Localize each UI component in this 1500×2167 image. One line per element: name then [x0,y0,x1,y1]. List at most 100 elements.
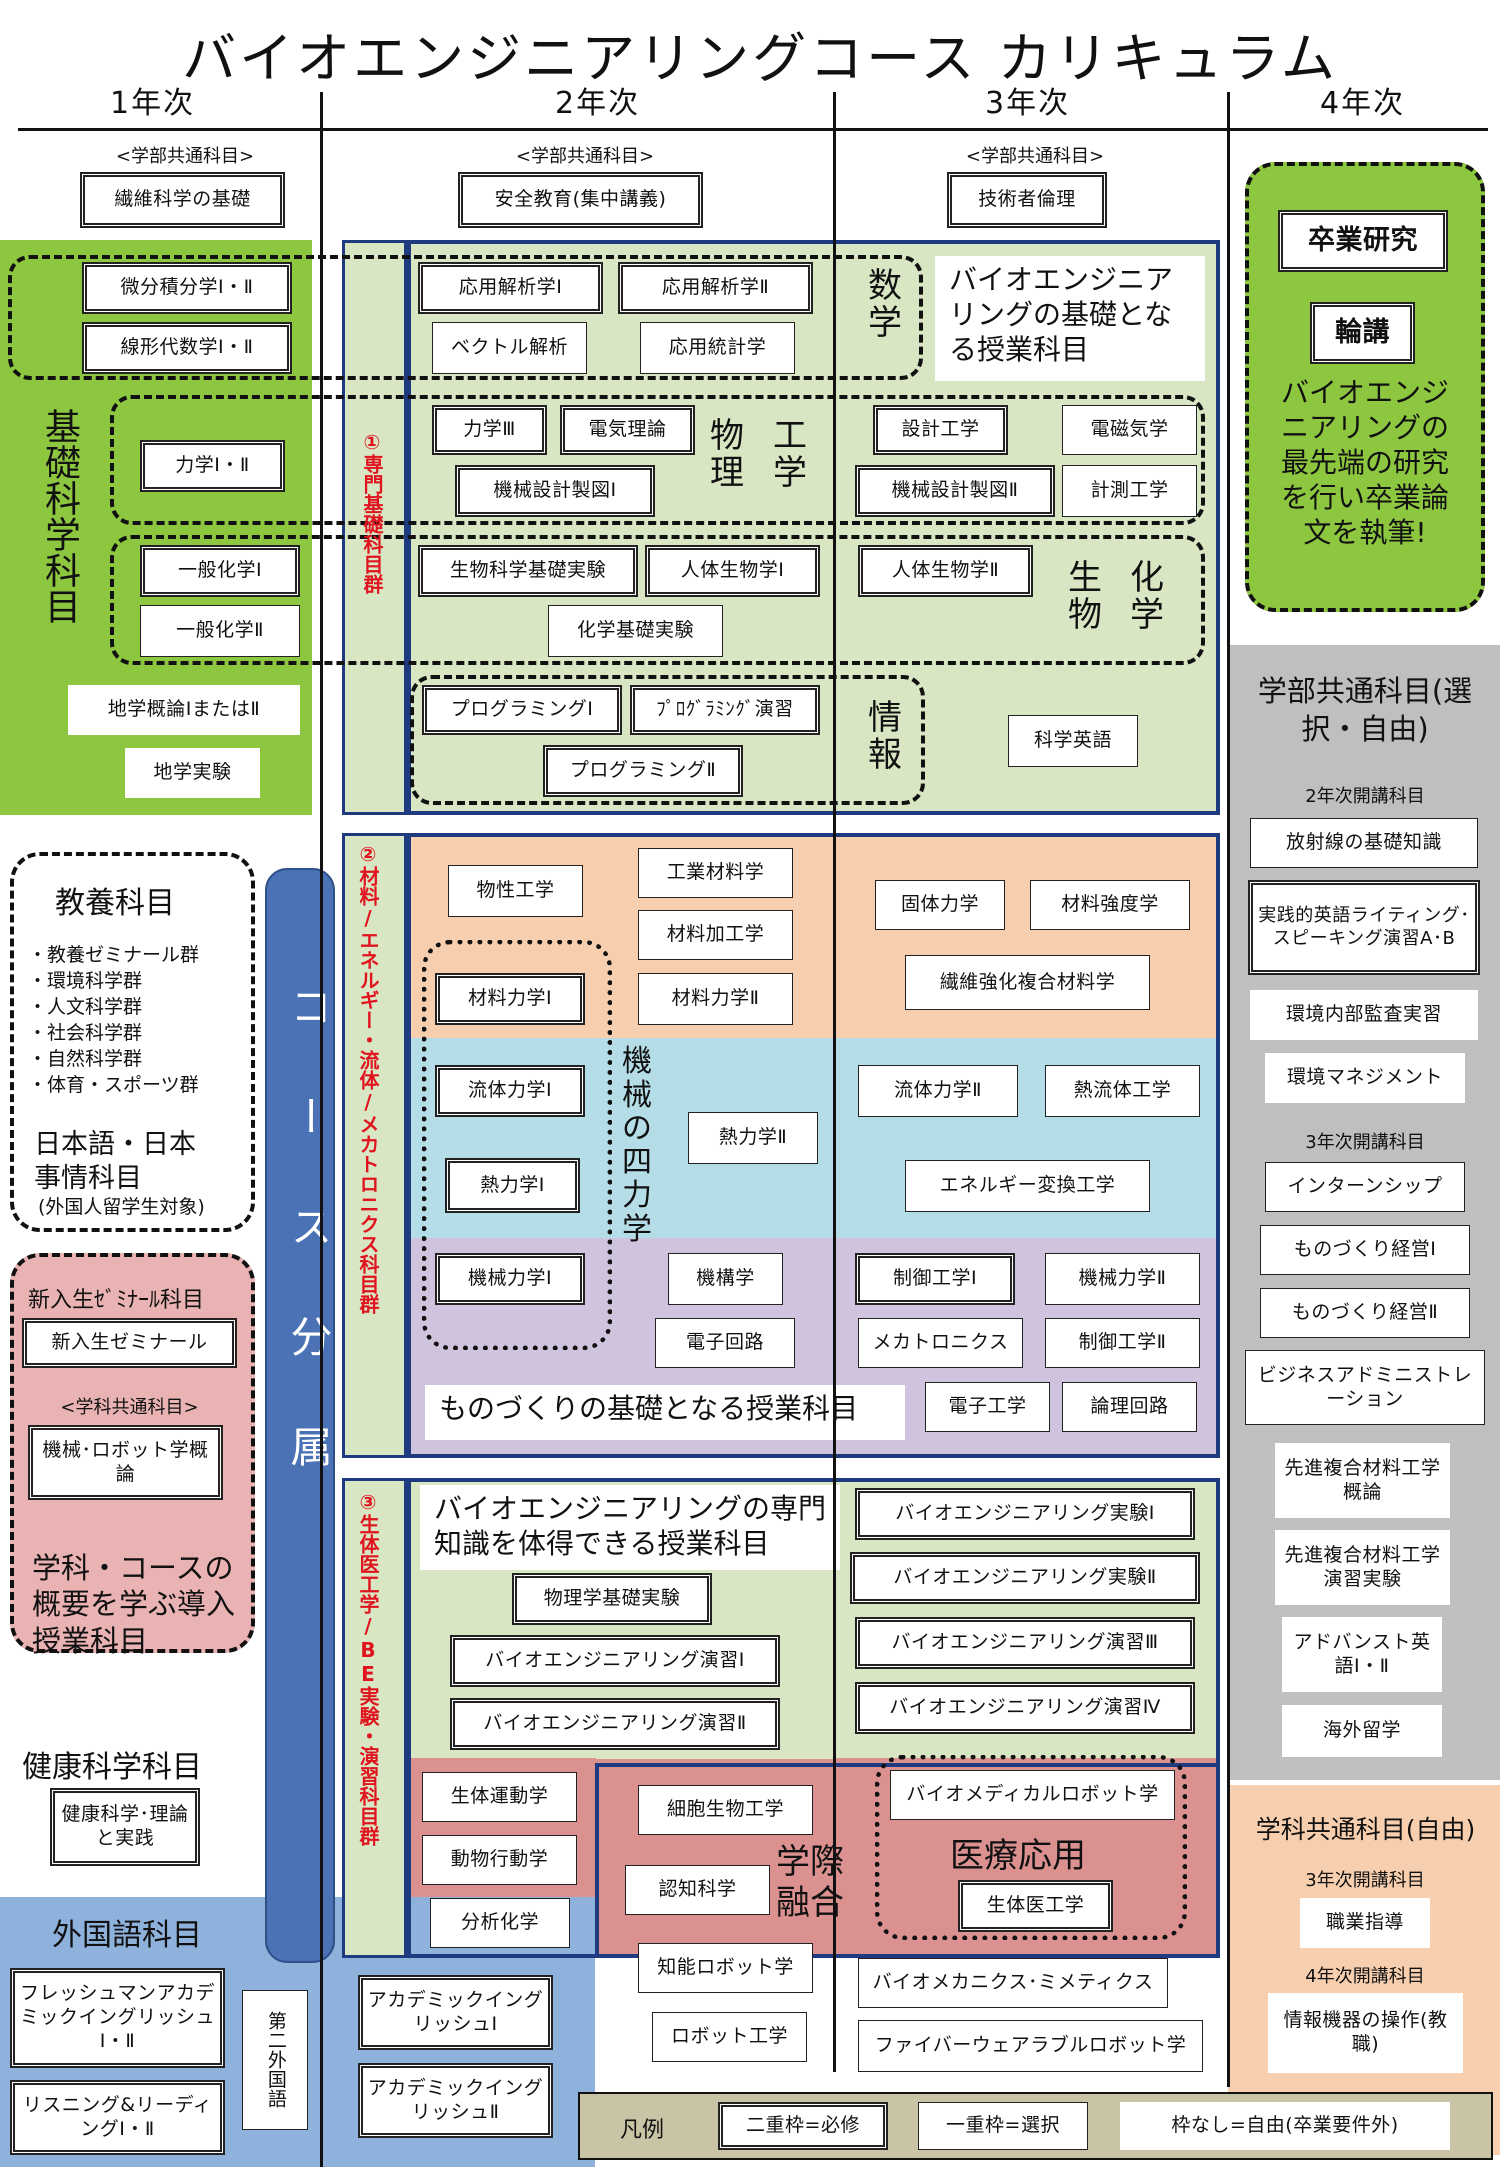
course-box[interactable]: 環境マネジメント [1265,1053,1465,1103]
course-box[interactable]: 人体生物学Ⅰ [645,545,820,597]
legend-title: 凡例 [620,2118,665,2143]
course-box[interactable]: 地学実験 [125,748,260,798]
course-box[interactable]: 細胞生物工学 [638,1785,813,1835]
course-box[interactable]: ものづくり経営Ⅰ [1260,1225,1470,1275]
course-box[interactable]: バイオエンジニアリング実験Ⅱ [850,1552,1200,1604]
course-box[interactable]: 認知科学 [625,1865,770,1915]
course-box[interactable]: バイオメディカルロボット学 [890,1770,1175,1820]
course-box[interactable]: リスニング&リーディングⅠ・Ⅱ [10,2080,225,2155]
course-box[interactable]: 熱流体工学 [1045,1065,1200,1117]
course-box[interactable]: ファイバーウェアラブルロボット学 [858,2020,1203,2072]
course-box[interactable]: 繊維科学の基礎 [80,172,285,228]
course-box[interactable]: 知能ロボット学 [638,1943,813,1993]
course-box[interactable]: 安全教育(集中講義) [458,172,703,228]
course-box[interactable]: 生体医工学 [958,1880,1113,1932]
course-box[interactable]: 機械力学Ⅱ [1045,1253,1200,1305]
course-box[interactable]: 生物科学基礎実験 [418,545,638,597]
course-box[interactable]: 第二外国語 [242,1990,308,2130]
course-box[interactable]: 科学英語 [1008,715,1138,767]
course-box[interactable]: エネルギー変換工学 [905,1160,1150,1212]
course-box[interactable]: ロボット工学 [652,2012,807,2062]
course-box[interactable]: バイオエンジニアリング演習Ⅲ [855,1617,1195,1669]
course-box[interactable]: アカデミックイングリッシュⅡ [358,2063,553,2138]
course-box[interactable]: プログラミングⅠ [422,685,622,735]
course-box[interactable]: 制御工学Ⅰ [855,1253,1015,1305]
gakka-label: <学科共通科目> [60,1397,199,1418]
course-box[interactable]: ベクトル解析 [432,322,587,374]
course-box[interactable]: 微分積分学Ⅰ・Ⅱ [82,262,292,314]
course-box[interactable]: インターンシップ [1265,1162,1465,1212]
course-box[interactable]: 流体力学Ⅱ [858,1065,1018,1117]
course-box[interactable]: 力学Ⅲ [432,405,547,455]
course-box[interactable]: 実践的英語ライティング･スピーキング演習A･B [1248,880,1480,975]
course-box[interactable]: 力学Ⅰ・Ⅱ [140,440,285,492]
legend-double: 二重枠=必修 [718,2102,888,2150]
course-box[interactable]: 物性工学 [448,865,583,917]
course-box[interactable]: 繊維強化複合材料学 [905,955,1150,1010]
course-box[interactable]: 応用解析学Ⅰ [418,262,603,314]
course-box[interactable]: 環境内部監査実習 [1250,990,1478,1040]
course-box[interactable]: バイオエンジニアリング演習Ⅱ [450,1698,780,1750]
course-box[interactable]: 論理回路 [1062,1382,1197,1432]
course-box[interactable]: 固体力学 [875,880,1005,930]
course-box[interactable]: 先進複合材料工学演習実験 [1275,1530,1450,1605]
course-box[interactable]: 機構学 [668,1253,783,1305]
course-box[interactable]: 放射線の基礎知識 [1250,818,1478,868]
course-box[interactable]: 機械力学Ⅰ [435,1253,585,1305]
course-box[interactable]: ﾌﾟﾛｸﾞﾗﾐﾝｸﾞ演習 [630,685,820,735]
course-box[interactable]: 機械設計製図Ⅰ [455,465,655,517]
course-box[interactable]: ものづくり経営Ⅱ [1260,1288,1470,1338]
course-box[interactable]: 一般化学Ⅰ [140,545,300,597]
course-box[interactable]: 機械･ロボット学概論 [28,1425,223,1500]
course-box[interactable]: ビジネスアドミニストレーション [1245,1350,1485,1425]
course-box[interactable]: 先進複合材料工学概論 [1275,1443,1450,1518]
course-box[interactable]: 一般化学Ⅱ [140,605,300,657]
course-box[interactable]: プログラミングⅡ [543,745,743,797]
course-box[interactable]: 流体力学Ⅰ [435,1065,585,1117]
course-box[interactable]: 輪講 [1310,302,1415,364]
course-box[interactable]: 線形代数学Ⅰ・Ⅱ [82,322,292,374]
course-box[interactable]: メカトロニクス [858,1318,1023,1368]
course-box[interactable]: 材料力学Ⅰ [435,973,585,1025]
course-box[interactable]: 化学基礎実験 [548,605,723,657]
course-box[interactable]: 技術者倫理 [947,172,1107,228]
course-box[interactable]: バイオエンジニアリング演習Ⅳ [855,1682,1195,1734]
shinnyu-title: 新入生ｾﾞﾐﾅｰﾙ科目 [28,1288,205,1313]
course-box[interactable]: 動物行動学 [422,1835,577,1885]
course-box[interactable]: 熱力学Ⅱ [688,1112,818,1164]
course-box[interactable]: 地学概論ⅠまたはⅡ [68,685,300,735]
course-box[interactable]: 健康科学･理論と実践 [50,1788,200,1866]
course-box[interactable]: 電子工学 [925,1382,1050,1432]
course-box[interactable]: 新入生ゼミナール [22,1318,237,1368]
course-box[interactable]: 電気理論 [560,405,695,455]
course-box[interactable]: 応用統計学 [640,322,795,374]
course-box[interactable]: バイオエンジニアリング実験Ⅰ [855,1488,1195,1540]
course-box[interactable]: 設計工学 [873,405,1008,455]
course-box[interactable]: 計測工学 [1062,465,1197,517]
course-box[interactable]: アカデミックイングリッシュⅠ [358,1975,553,2050]
course-box[interactable]: アドバンスト英語Ⅰ・Ⅱ [1282,1617,1442,1692]
course-box[interactable]: 情報機器の操作(教職) [1268,1993,1463,2073]
course-box[interactable]: バイオエンジニアリング演習Ⅰ [450,1635,780,1687]
course-box[interactable]: 工業材料学 [638,848,793,898]
course-box[interactable]: 材料加工学 [638,910,793,960]
course-box[interactable]: 物理学基礎実験 [512,1573,712,1625]
course-box[interactable]: フレッシュマンアカデミックイングリッシュⅠ・Ⅱ [10,1968,225,2068]
course-box[interactable]: 電磁気学 [1062,405,1197,455]
course-box[interactable]: 材料強度学 [1030,880,1190,930]
course-box[interactable]: 制御工学Ⅱ [1045,1318,1200,1368]
course-box[interactable]: 応用解析学Ⅱ [618,262,813,314]
course-box[interactable]: 材料力学Ⅱ [638,973,793,1025]
course-box[interactable]: バイオメカニクス･ミメティクス [858,1958,1168,2008]
course-box[interactable]: 分析化学 [430,1898,570,1948]
course-box[interactable]: 生体運動学 [422,1772,577,1822]
course-box[interactable]: 卒業研究 [1278,210,1448,272]
course-box[interactable]: 熱力学Ⅰ [445,1158,580,1213]
legend-single: 一重枠=選択 [918,2102,1088,2150]
course-box[interactable]: 職業指導 [1300,1898,1430,1948]
course-box[interactable]: 人体生物学Ⅱ [858,545,1033,597]
course-box[interactable]: 機械設計製図Ⅱ [855,465,1055,517]
course-box[interactable]: 電子回路 [655,1318,795,1368]
kyouyou-item: ・人文科学群 [28,996,143,1018]
course-box[interactable]: 海外留学 [1282,1705,1442,1757]
